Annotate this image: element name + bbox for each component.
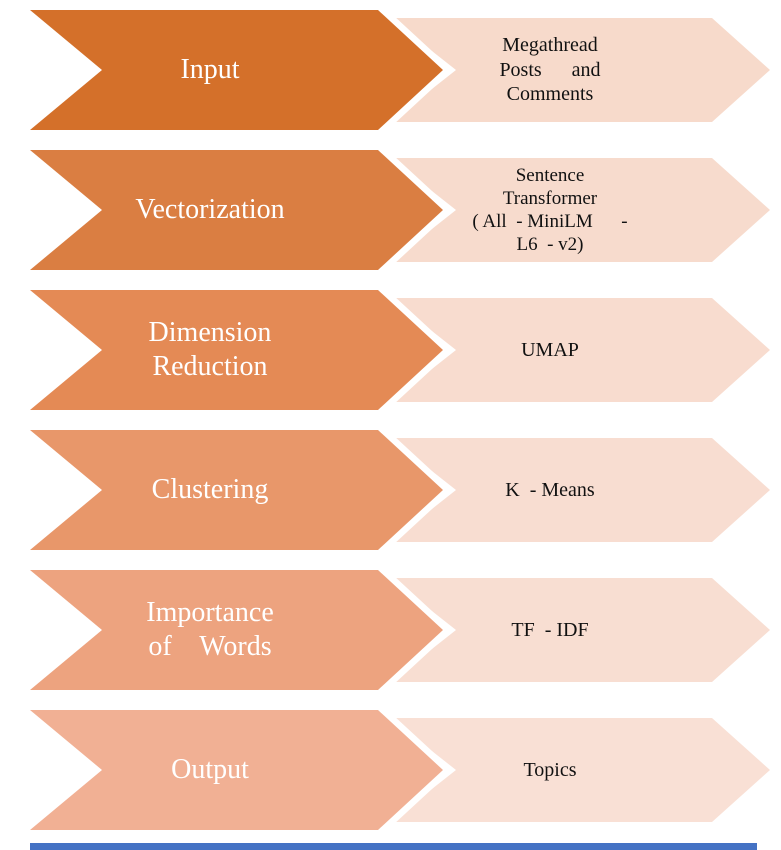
left-chevron-shape xyxy=(30,10,443,130)
right-chevron-shape xyxy=(390,158,770,262)
row-shapes-canvas xyxy=(23,283,770,417)
pipeline-row-input: Input Megathread Posts and Comments xyxy=(0,0,781,140)
right-chevron-shape xyxy=(390,578,770,682)
left-chevron-shape xyxy=(30,430,443,550)
pipeline-row-output: Output Topics xyxy=(0,700,781,840)
pipeline-row-importance-of-words: Importance of Words TF - IDF xyxy=(0,560,781,700)
left-chevron-shape xyxy=(30,710,443,830)
pipeline-row-dimension-reduction: Dimension Reduction UMAP xyxy=(0,280,781,420)
left-chevron-shape xyxy=(30,570,443,690)
right-chevron-shape xyxy=(390,298,770,402)
right-chevron-shape xyxy=(390,718,770,822)
row-shapes-canvas xyxy=(23,703,770,837)
row-shapes-canvas xyxy=(23,3,770,137)
pipeline-row-clustering: Clustering K - Means xyxy=(0,420,781,560)
right-chevron-shape xyxy=(390,18,770,122)
right-chevron-shape xyxy=(390,438,770,542)
pipeline-row-vectorization: Vectorization Sentence Transformer ( All… xyxy=(0,140,781,280)
clipped-blue-shape xyxy=(30,843,757,850)
row-shapes-canvas xyxy=(23,563,770,697)
left-chevron-shape xyxy=(30,290,443,410)
row-shapes-canvas xyxy=(23,143,770,277)
left-chevron-shape xyxy=(30,150,443,270)
row-shapes-canvas xyxy=(23,423,770,557)
